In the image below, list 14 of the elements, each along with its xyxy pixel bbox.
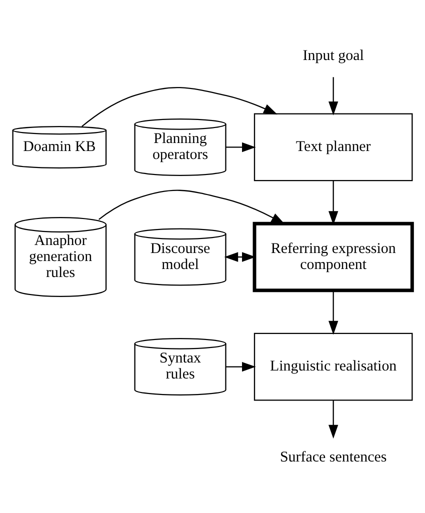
arrow [226,361,256,372]
arrow [226,142,256,152]
node-box: Text planner [254,112,413,181]
node-box: Linguistic realisation [254,332,413,400]
node-text: Surface sentences [280,449,387,466]
arrow [328,76,338,115]
arrow [82,86,278,126]
node-text: Input goal [302,48,364,64]
arrow [328,400,338,438]
arrow [98,189,285,224]
arrow [328,290,338,334]
node-box: Referring expression component [252,221,414,292]
arrow [224,252,256,262]
arrow [328,180,338,224]
